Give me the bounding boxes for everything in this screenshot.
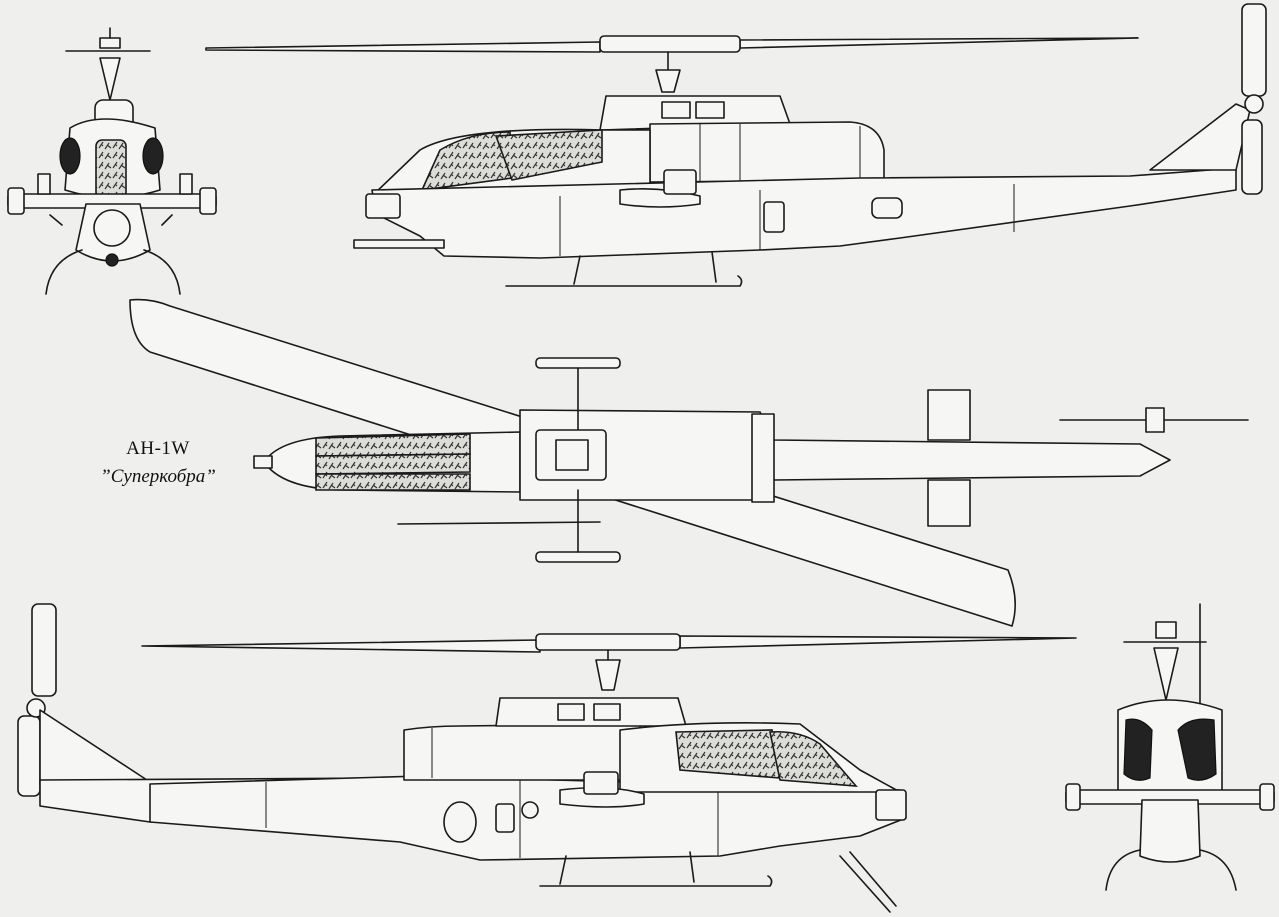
aircraft-name-label: ”Суперкобра” (100, 466, 216, 487)
top-view (129, 298, 1249, 627)
aircraft-model-label: AH-1W (126, 438, 190, 459)
right-side-view (17, 603, 1077, 913)
front-view (7, 27, 217, 295)
rear-view (1065, 603, 1275, 891)
left-side-view (205, 3, 1267, 287)
